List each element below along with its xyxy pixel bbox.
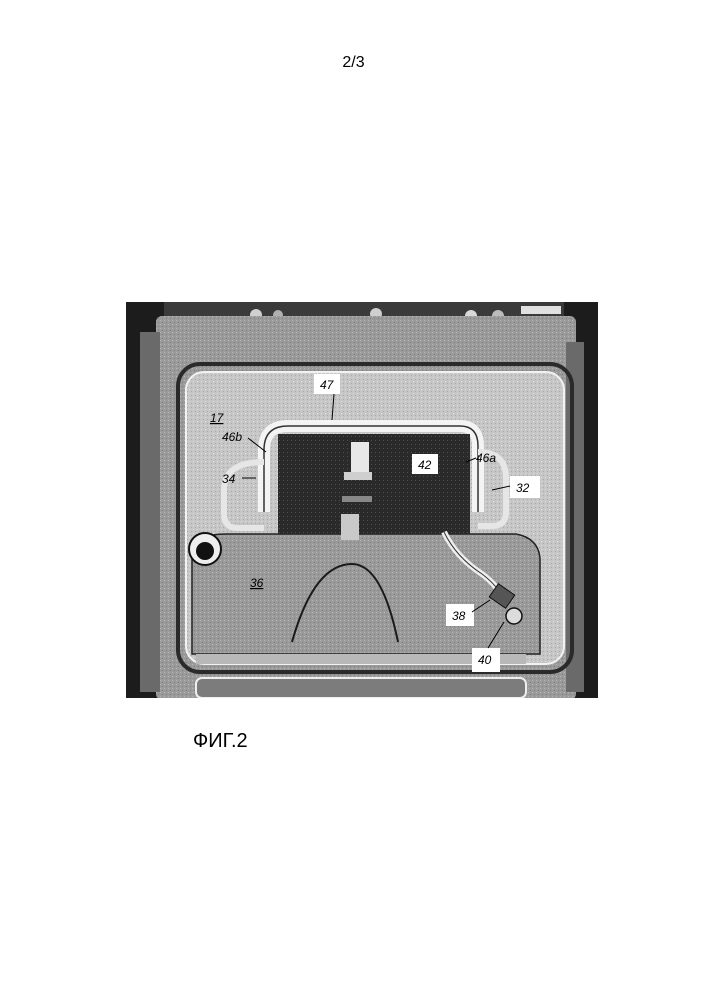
svg-text:47: 47 — [320, 378, 335, 392]
reference-label-46a: 46a — [476, 451, 496, 465]
svg-text:40: 40 — [478, 653, 492, 667]
patent-figure-photo: 17 47 46b 46a 42 34 32 36 38 — [126, 302, 598, 698]
reference-label-32: 32 — [510, 476, 540, 498]
figure-caption: ФИГ.2 — [193, 730, 248, 753]
svg-text:38: 38 — [452, 609, 466, 623]
reference-label-34: 34 — [222, 472, 236, 486]
svg-text:17: 17 — [210, 411, 225, 425]
svg-text:32: 32 — [516, 481, 530, 495]
reference-label-17: 17 — [210, 411, 225, 425]
reference-label-40: 40 — [472, 648, 500, 672]
reference-label-42: 42 — [412, 454, 438, 474]
svg-text:34: 34 — [222, 472, 236, 486]
svg-text:42: 42 — [418, 458, 432, 472]
reference-label-36: 36 — [250, 576, 264, 590]
svg-text:46b: 46b — [222, 430, 242, 444]
reference-label-47: 47 — [314, 374, 340, 394]
reference-label-38: 38 — [446, 604, 474, 626]
svg-text:46a: 46a — [476, 451, 496, 465]
page-number: 2/3 — [0, 54, 707, 72]
svg-text:36: 36 — [250, 576, 264, 590]
reference-label-46b: 46b — [222, 430, 242, 444]
dark-window — [278, 434, 470, 534]
